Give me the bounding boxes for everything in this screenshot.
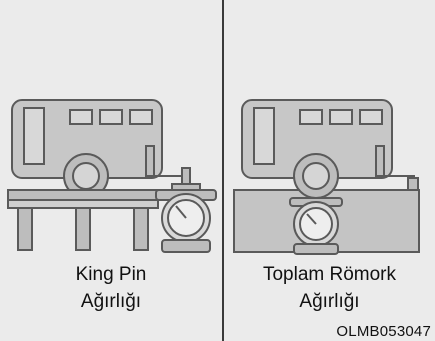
- weighing-scale-icon: [289, 197, 343, 255]
- trailer-window: [99, 109, 123, 125]
- platform: [7, 189, 159, 201]
- total-trailer-weight-illustration: [233, 99, 420, 255]
- trailer-window: [359, 109, 383, 125]
- trailer-window: [129, 109, 153, 125]
- total-trailer-weight-caption: Toplam Römork Ağırlığı: [224, 261, 435, 315]
- caption-line: Ağırlığı: [80, 291, 142, 312]
- trailer-door: [23, 107, 45, 165]
- panel-divider: [222, 0, 224, 341]
- trailer-window: [299, 109, 323, 125]
- platform-leg: [133, 207, 149, 251]
- jack-stand: [375, 145, 385, 177]
- jack-stand: [145, 145, 155, 177]
- platform-leg: [75, 207, 91, 251]
- trailer-window: [329, 109, 353, 125]
- trailer-door: [253, 107, 275, 165]
- platform-leg: [17, 207, 33, 251]
- caption-line: Toplam Römork: [262, 264, 397, 285]
- trailer-window: [69, 109, 93, 125]
- figure-code: OLMB053047: [336, 323, 431, 340]
- king-pin-weight-caption: King Pin Ağırlığı: [0, 261, 222, 315]
- caption-line: Ağırlığı: [299, 291, 360, 312]
- king-pin-weight-illustration: [7, 99, 217, 253]
- weighing-scale-icon: [155, 189, 217, 253]
- caption-line: King Pin: [75, 264, 147, 285]
